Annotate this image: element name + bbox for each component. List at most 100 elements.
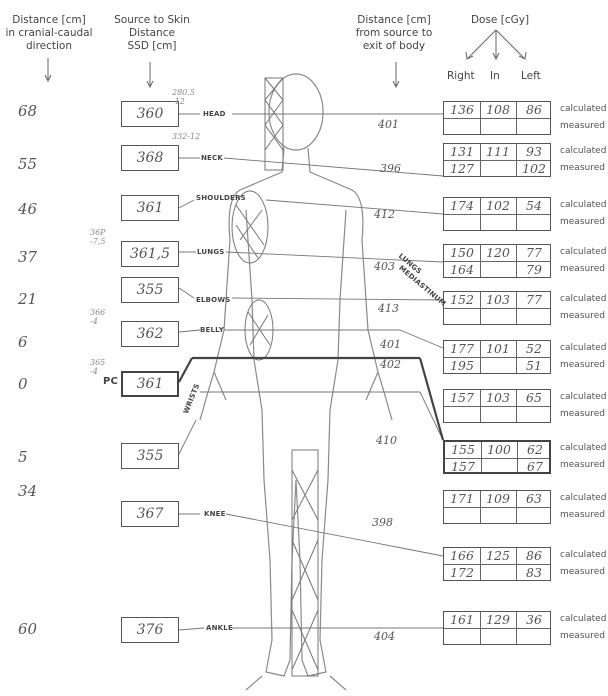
measured-dose: 51 [516, 358, 552, 374]
calculated-dose: 177 [444, 341, 480, 357]
calculated-label: calculated [560, 143, 606, 160]
calculated-dose: 101 [480, 341, 516, 357]
ssd-box: 361,5 [121, 241, 179, 267]
cc-distance: 68 [18, 102, 68, 120]
exit-distance: 410 [376, 434, 397, 447]
calculated-dose: 155 [445, 442, 481, 458]
cc-distance: 55 [18, 155, 68, 173]
calculated-dose: 125 [480, 548, 516, 564]
ssd-correction-note: -4 [90, 317, 98, 326]
calculated-dose: 166 [444, 548, 480, 564]
calculated-dose: 62 [517, 442, 553, 458]
exit-distance: 412 [374, 208, 395, 221]
calculated-dose: 171 [444, 491, 480, 507]
calculated-dose: 109 [480, 491, 516, 507]
cc-distance: 0 [18, 375, 68, 393]
measured-dose: 127 [444, 161, 480, 177]
table-gridline [444, 628, 550, 629]
measured-label: measured [560, 118, 605, 135]
calculated-dose: 36 [516, 612, 552, 628]
ssd-correction-note: 365 [90, 358, 105, 367]
measured-label: measured [560, 160, 605, 177]
ssd-correction-note: 280.5 [172, 88, 195, 97]
calculated-label: calculated [560, 389, 606, 406]
body-part-label: HEAD [203, 110, 226, 118]
calculated-label: calculated [560, 547, 606, 564]
table-gridline [444, 308, 550, 309]
ssd-box: 360 [121, 101, 179, 127]
table-gridline [444, 214, 550, 215]
body-part-label: PC [103, 376, 118, 387]
measured-label: measured [560, 308, 605, 325]
cc-distance: 21 [18, 290, 68, 308]
exit-distance: 402 [380, 358, 401, 371]
exit-distance: 413 [378, 302, 399, 315]
cc-distance: 60 [18, 620, 68, 638]
calculated-dose: 103 [480, 390, 516, 406]
measured-dose: 102 [516, 161, 552, 177]
measured-dose: 164 [444, 262, 480, 278]
ssd-correction-note: -12 [172, 97, 185, 106]
exit-distance: 398 [372, 516, 393, 529]
cc-distance: 5 [18, 448, 68, 466]
body-part-label: BELLY [200, 326, 224, 334]
ssd-box: 362 [121, 321, 179, 347]
calculated-dose: 54 [516, 198, 552, 214]
table-gridline [444, 507, 550, 508]
ssd-box: 355 [121, 443, 179, 469]
measured-dose: 172 [444, 565, 480, 581]
ssd-correction-note: 332-12 [172, 132, 200, 141]
measured-label: measured [560, 261, 605, 278]
cc-distance: 37 [18, 248, 68, 266]
calculated-label: calculated [560, 340, 606, 357]
calculated-dose: 77 [516, 245, 552, 261]
calculated-label: calculated [560, 440, 606, 457]
calculated-dose: 174 [444, 198, 480, 214]
calculated-dose: 120 [480, 245, 516, 261]
measured-dose: 83 [516, 565, 552, 581]
body-part-label: ELBOWS [196, 296, 231, 304]
ssd-correction-note: -4 [90, 367, 98, 376]
cc-distance: 6 [18, 333, 68, 351]
calculated-label: calculated [560, 101, 606, 118]
calculated-dose: 150 [444, 245, 480, 261]
calculated-dose: 108 [480, 102, 516, 118]
calculated-dose: 77 [516, 292, 552, 308]
ssd-box: 367 [121, 501, 179, 527]
calculated-dose: 86 [516, 102, 552, 118]
ssd-correction-note: 36P [90, 228, 106, 237]
body-part-label: SHOULDERS [196, 194, 246, 202]
dose-table: 17110963 [443, 490, 551, 524]
calculated-dose: 86 [516, 548, 552, 564]
ssd-box: 361 [121, 195, 179, 221]
calculated-dose: 129 [480, 612, 516, 628]
calculated-label: calculated [560, 244, 606, 261]
ssd-correction-note: 366 [90, 308, 105, 317]
measured-label: measured [560, 507, 605, 524]
body-part-label: LUNGS [197, 248, 225, 256]
measured-label: measured [560, 406, 605, 423]
table-gridline [444, 406, 550, 407]
exit-distance: 404 [374, 630, 395, 643]
calculated-dose: 65 [516, 390, 552, 406]
ssd-box: 355 [121, 277, 179, 303]
calculated-label: calculated [560, 291, 606, 308]
body-part-label: ANKLE [206, 624, 233, 632]
cc-distance: 46 [18, 200, 68, 218]
measured-label: measured [560, 564, 605, 581]
calculated-dose: 136 [444, 102, 480, 118]
measured-label: measured [560, 214, 605, 231]
calculated-dose: 103 [480, 292, 516, 308]
calculated-dose: 100 [481, 442, 517, 458]
calculated-dose: 161 [444, 612, 480, 628]
ssd-box: 376 [121, 617, 179, 643]
exit-distance: 401 [378, 118, 399, 131]
dose-table: 13111193127102 [443, 143, 551, 177]
calculated-label: calculated [560, 490, 606, 507]
